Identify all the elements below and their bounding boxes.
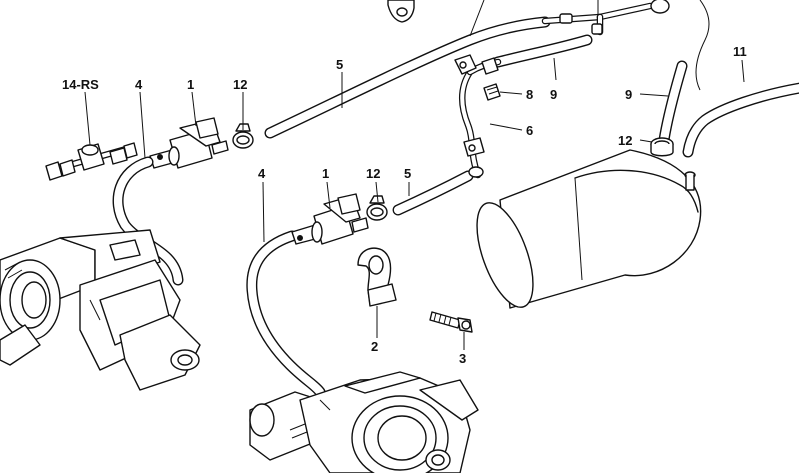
callout-4-right: 4 (258, 166, 266, 181)
callout-1-upper: 1 (187, 77, 194, 92)
canister (476, 149, 702, 309)
valve-1-upper (149, 117, 229, 169)
callout-5-lower: 5 (404, 166, 411, 181)
hose-5-upper (264, 16, 551, 139)
hose-5-lower (392, 166, 484, 216)
throttle-body-bottom (249, 371, 479, 473)
hose-9-upper (492, 34, 593, 68)
hose-9-right (658, 60, 688, 146)
clamp-12-upper (232, 123, 254, 149)
valve-1-lower (291, 193, 369, 245)
bolt-3 (429, 311, 473, 333)
clamp-12-lower (366, 195, 388, 221)
callout-labels: 14-RS 4 1 12 5 8 9 6 11 9 12 4 1 12 5 2 … (62, 44, 747, 366)
callout-2: 2 (371, 339, 378, 354)
callout-4-left: 4 (135, 77, 143, 92)
callout-1-lower: 1 (322, 166, 329, 181)
callout-11: 11 (733, 44, 747, 59)
callout-6: 6 (526, 123, 533, 138)
callout-9-upper: 9 (550, 87, 557, 102)
hose-11 (682, 82, 799, 158)
top-small-bracket (387, 0, 415, 23)
callout-12-lower: 12 (366, 166, 380, 181)
callout-12-upper: 12 (233, 77, 247, 92)
t-piece-upper (469, 0, 670, 37)
thin-line-right (695, 0, 710, 91)
callout-5-upper: 5 (336, 57, 343, 72)
screw-8 (483, 83, 501, 101)
callout-3: 3 (459, 351, 466, 366)
clamp-12-right (650, 137, 674, 157)
leader-lines (84, 57, 745, 350)
connector-14rs (45, 142, 138, 181)
throttle-body-left (0, 229, 201, 391)
callout-8: 8 (526, 87, 533, 102)
callout-9-right: 9 (625, 87, 632, 102)
bracket-2 (357, 247, 397, 307)
hose-4-left (112, 156, 184, 286)
callout-12-right: 12 (618, 133, 632, 148)
hose-4-right (246, 230, 326, 398)
bracket-pipe-6 (454, 54, 502, 179)
callout-14-rs: 14-RS (62, 77, 99, 92)
